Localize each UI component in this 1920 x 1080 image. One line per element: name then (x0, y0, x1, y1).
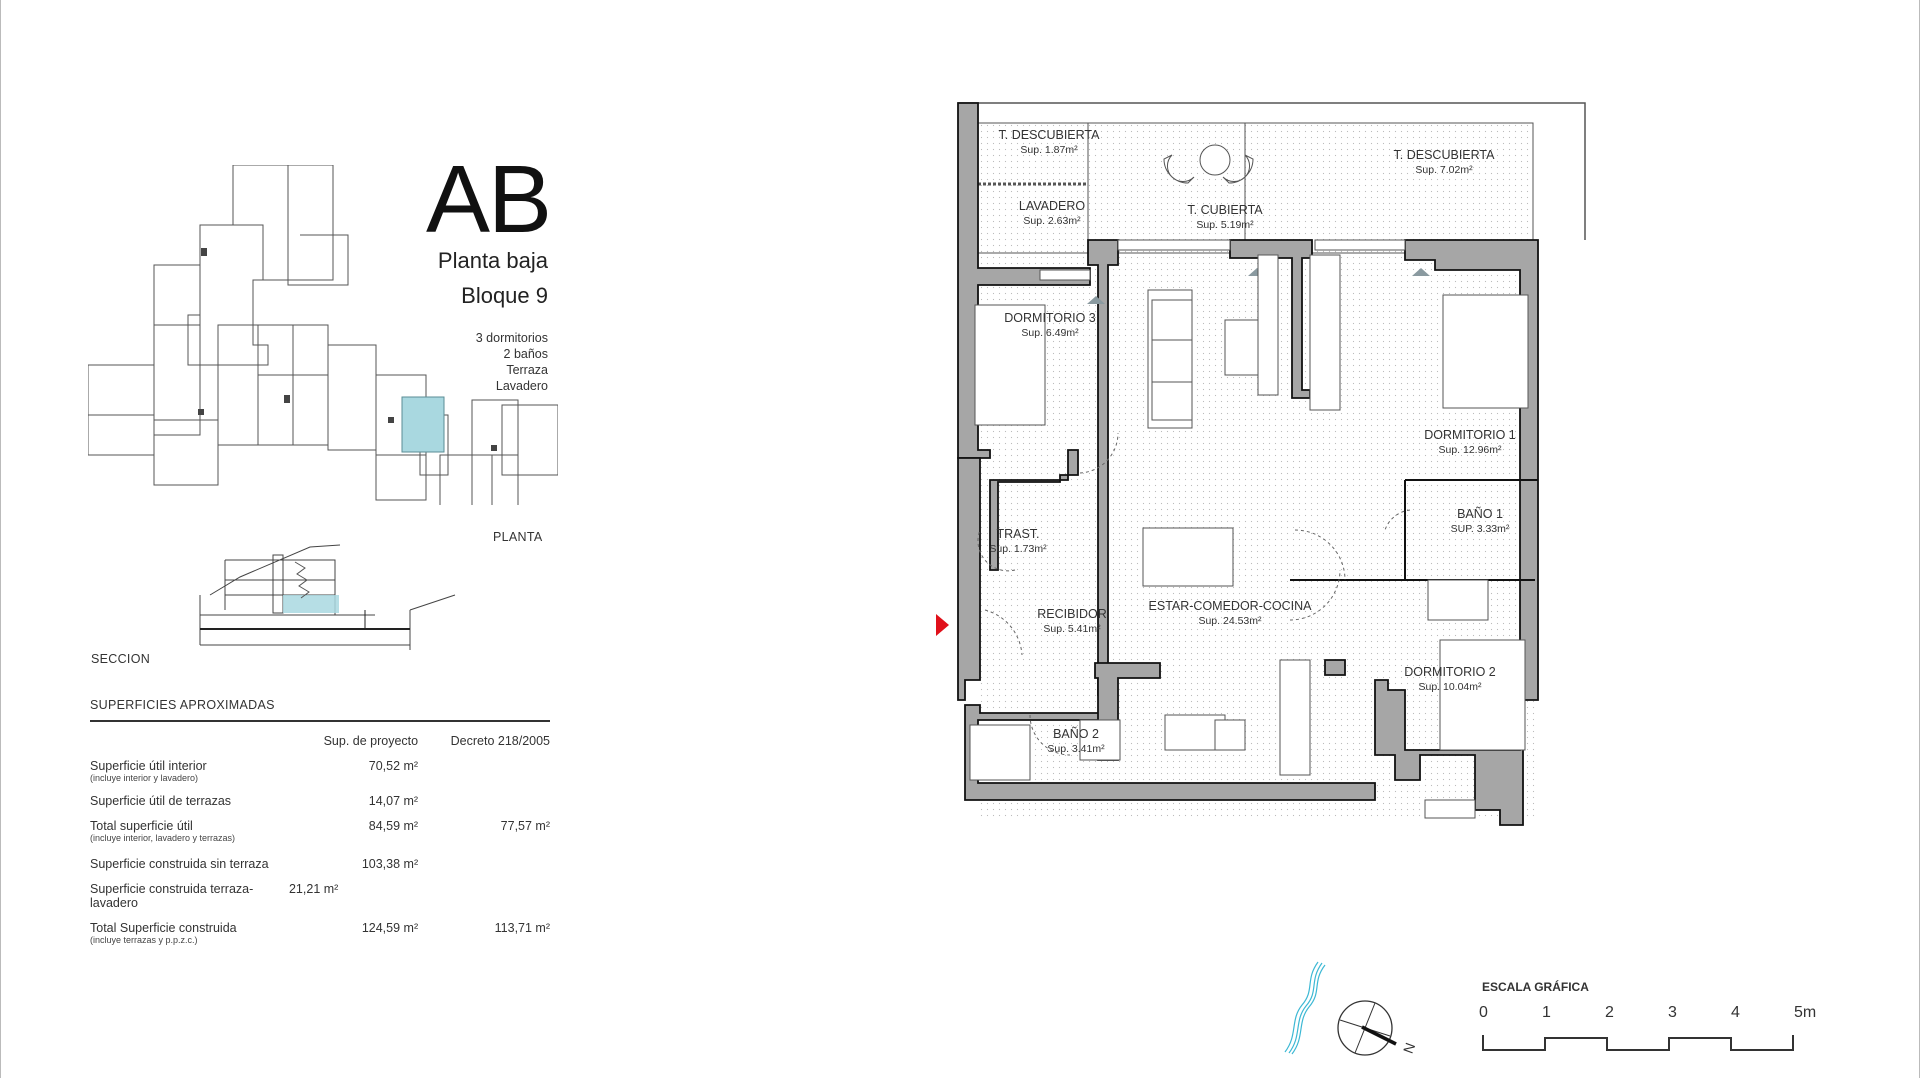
table-row: Superficie construida terraza-lavadero 2… (90, 882, 339, 910)
section-diagram (199, 544, 456, 650)
areas-table: SUPERFICIES APROXIMADAS Sup. de proyecto… (90, 698, 550, 945)
scale-tick: 0 (1479, 1004, 1488, 1021)
unit-code-title: AB (425, 146, 552, 253)
feature-item: Lavadero (495, 379, 548, 393)
key-plan-diagram (88, 165, 558, 505)
col-project: Sup. de proyecto (323, 734, 419, 748)
scale-tick: 2 (1605, 1004, 1614, 1021)
unit-features: 3 dormitorios 2 baños Terraza Lavadero (476, 330, 548, 394)
feature-item: Terraza (506, 363, 548, 377)
table-row: Total superficie útil(incluye interior, … (90, 819, 551, 843)
highlighted-unit (401, 396, 445, 453)
areas-header: Sup. de proyecto Decreto 218/2005 (90, 734, 550, 748)
floor-title: Planta baja (437, 248, 548, 273)
scale-tick: 3 (1668, 1004, 1677, 1021)
scale-tick: 4 (1731, 1004, 1740, 1021)
feature-item: 2 baños (503, 347, 548, 361)
scale-tick: 1 (1542, 1004, 1551, 1021)
areas-title: SUPERFICIES APROXIMADAS (90, 698, 550, 722)
section-caption: SECCION (91, 652, 151, 666)
table-row: Superficie útil interior(incluye interio… (90, 759, 419, 783)
entrance-marker-icon (936, 614, 949, 636)
floor-plan (957, 102, 1586, 826)
table-row: Total Superficie construida(incluye terr… (90, 921, 551, 945)
table-row: Superficie construida sin terraza 103,38… (90, 857, 419, 871)
north-compass-icon (1337, 1000, 1397, 1056)
plan-caption: PLANTA (493, 530, 543, 544)
table-row: Superficie útil de terrazas 14,07 m² (90, 794, 419, 808)
scale-tick: 5m (1794, 1004, 1817, 1021)
scale-bar (1482, 1035, 1794, 1051)
block-title: Bloque 9 (461, 283, 548, 308)
wind-icon (1284, 961, 1326, 1055)
feature-item: 3 dormitorios (475, 331, 548, 345)
col-decree: Decreto 218/2005 (450, 734, 551, 748)
room-label-trastero: TRAST.Sup. 1.73m² (989, 527, 1047, 555)
scale-title: ESCALA GRÁFICA (1482, 980, 1589, 994)
